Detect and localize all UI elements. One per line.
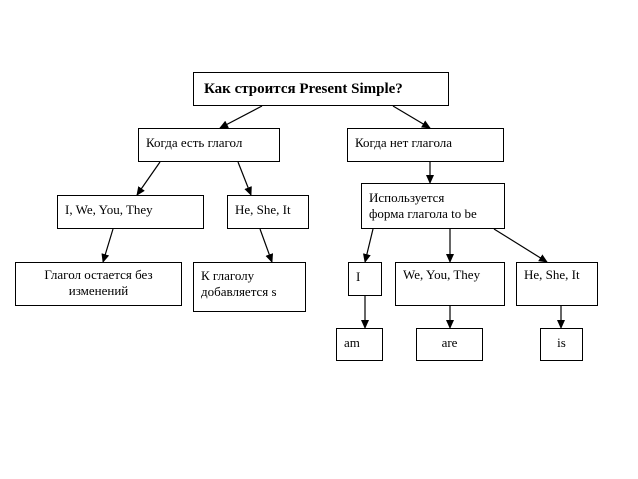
node-add-s: К глаголу добавляется s (193, 262, 306, 312)
node-i-we-you-they: I, We, You, They (57, 195, 204, 229)
node-verb-unchanged: Глагол остается без изменений (15, 262, 182, 306)
edge-to-be-form-to-tobe-i (362, 228, 374, 263)
node-am: am (336, 328, 383, 361)
node-tobe-we-you-they: We, You, They (395, 262, 505, 306)
node-are: are (416, 328, 483, 361)
edge-i-we-you-they-to-verb-unchanged (101, 228, 114, 263)
node-tobe-i: I (348, 262, 382, 296)
edge-to-be-form-to-tobe-he-she-it (493, 228, 548, 263)
edge-has-verb-to-i-we-you-they (136, 161, 161, 196)
node-he-she-it: He, She, It (227, 195, 309, 229)
edge-he-she-it-to-add-s (259, 228, 274, 263)
edge-has-verb-to-he-she-it (237, 161, 252, 196)
node-no-verb: Когда нет глагола (347, 128, 504, 162)
edge-root-to-no-verb (392, 105, 431, 129)
node-tobe-he-she-it: He, She, It (516, 262, 598, 306)
edge-root-to-has-verb (219, 105, 263, 129)
node-is: is (540, 328, 583, 361)
node-root: Как строится Present Simple? (193, 72, 449, 106)
node-to-be-form: Используется форма глагола to be (361, 183, 505, 229)
node-has-verb: Когда есть глагол (138, 128, 280, 162)
